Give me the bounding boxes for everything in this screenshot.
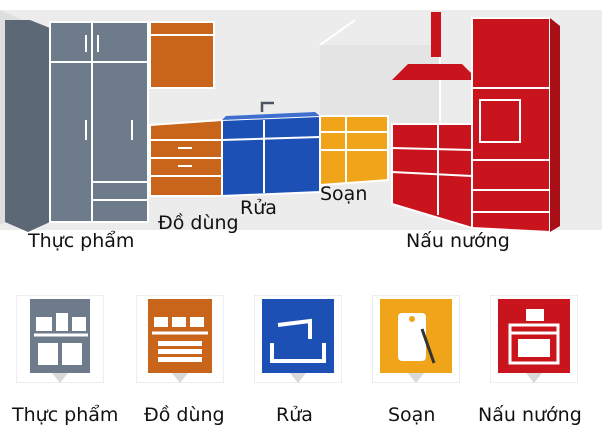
- zone-label-cook: Nấu nướng: [406, 230, 510, 252]
- category-food: [16, 295, 104, 383]
- dishes-cups-icon: [136, 295, 224, 383]
- category-label-cook: Nấu nướng: [478, 404, 582, 426]
- cook-zone-cabinets: [391, 12, 560, 234]
- category-label-food: Thực phẩm: [12, 404, 119, 426]
- cutting-board-knife-icon: [372, 295, 460, 383]
- category-label-prep: Soạn: [388, 404, 436, 426]
- kitchen-illustration: [0, 10, 602, 234]
- prep-zone-cabinets: [319, 115, 389, 187]
- zone-label-wash: Rửa: [240, 197, 277, 219]
- category-cook: [490, 295, 578, 383]
- category-utensils: [136, 295, 224, 383]
- category-label-utensils: Đồ dùng: [144, 404, 225, 426]
- stove-pot-icon: [490, 295, 578, 383]
- sink-faucet-icon: [254, 295, 342, 383]
- category-label-wash: Rửa: [276, 404, 313, 426]
- refrigerator-shelf-icon: [16, 295, 104, 383]
- food-zone-cabinets: [5, 20, 149, 232]
- wash-zone-cabinets: [221, 101, 321, 198]
- zone-label-food: Thực phẩm: [28, 230, 135, 252]
- utensils-zone-cabinets: [149, 21, 223, 197]
- category-prep: [372, 295, 460, 383]
- zone-label-prep: Soạn: [320, 183, 368, 205]
- zone-label-utensils: Đồ dùng: [158, 212, 239, 234]
- category-wash: [254, 295, 342, 383]
